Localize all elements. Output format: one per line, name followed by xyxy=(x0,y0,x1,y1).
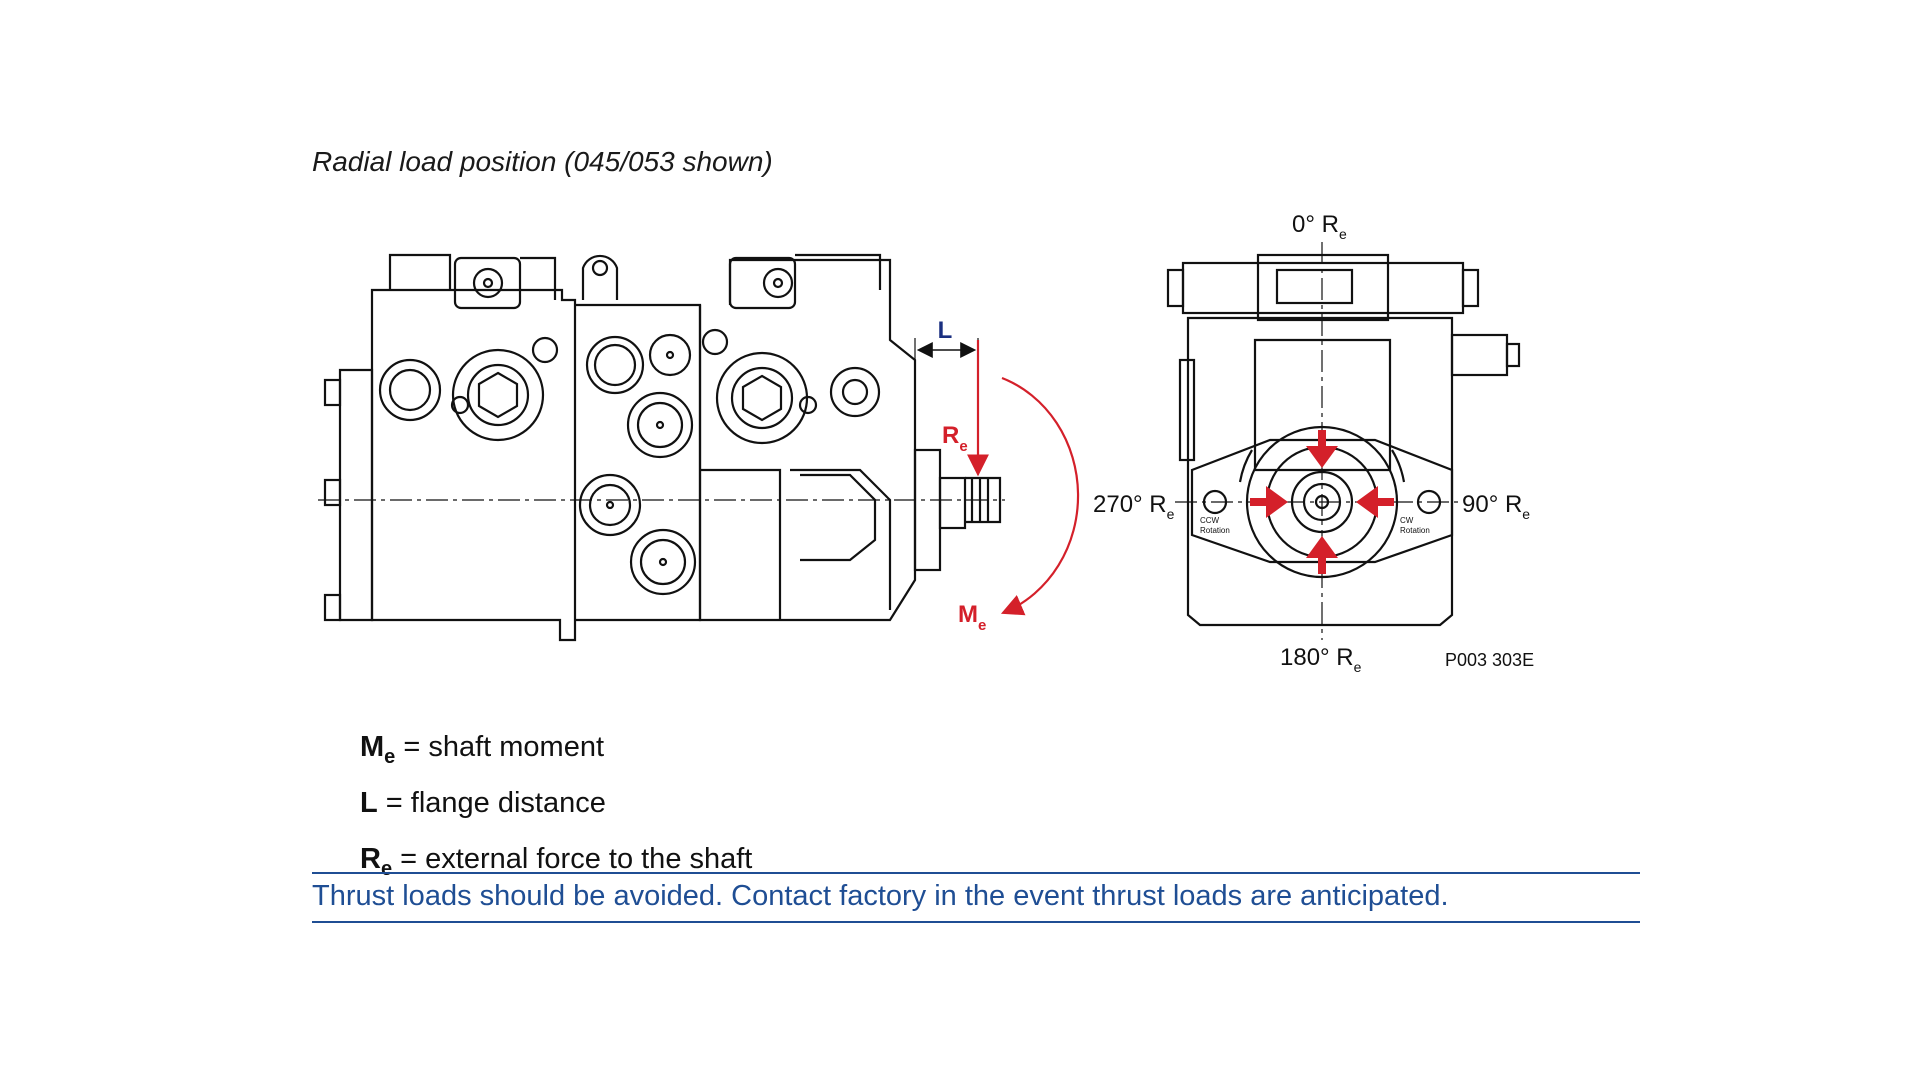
label-Re: R xyxy=(942,422,959,449)
ccw-rotation-label: Rotation xyxy=(1200,526,1230,535)
svg-text:270° Re: 270° Re xyxy=(1093,491,1175,522)
label-L: L xyxy=(938,317,953,344)
cw-label: CW xyxy=(1400,516,1414,525)
ccw-label: CCW xyxy=(1200,516,1220,525)
label-90-deg: 90° R xyxy=(1462,491,1522,518)
legend-item-moment: Me = shaft moment xyxy=(360,731,605,768)
legend-item-force: Re = external force to the shaft xyxy=(360,842,753,880)
cw-rotation-label: Rotation xyxy=(1400,526,1430,535)
label-Me: M xyxy=(958,601,978,628)
label-180-deg: 180° R xyxy=(1280,644,1354,671)
svg-text:180° Re: 180° Re xyxy=(1280,644,1362,675)
front-view xyxy=(1166,242,1521,640)
svg-text:0° Re: 0° Re xyxy=(1292,211,1347,242)
flange-distance-dimension: L xyxy=(914,317,979,475)
angle-labels: 0° Re 90° Re 180° Re 270° Re xyxy=(1093,211,1530,675)
symbol-legend: Me = shaft moment L = flange distance Re… xyxy=(360,724,752,891)
svg-text:Re: Re xyxy=(942,422,968,455)
svg-text:Me: Me xyxy=(958,601,986,634)
rotation-labels: CCW Rotation CW Rotation xyxy=(1200,516,1430,535)
radial-force-arrows xyxy=(1250,430,1394,574)
external-force-arrow: Re xyxy=(942,340,989,477)
legend-item-distance: L = flange distance xyxy=(360,786,606,819)
thrust-load-note: Thrust loads should be avoided. Contact … xyxy=(312,872,1640,923)
side-view xyxy=(318,253,1005,642)
figure-caption: Radial load position (045/053 shown) xyxy=(312,146,773,177)
svg-text:90° Re: 90° Re xyxy=(1462,491,1530,522)
label-270-deg: 270° R xyxy=(1093,491,1167,518)
label-Re-sub: e xyxy=(959,438,967,455)
label-0-deg: 0° R xyxy=(1292,211,1339,238)
part-code: P003 303E xyxy=(1445,650,1534,670)
shaft-moment-arc: Me xyxy=(958,376,1080,634)
label-Me-sub: e xyxy=(978,617,986,634)
